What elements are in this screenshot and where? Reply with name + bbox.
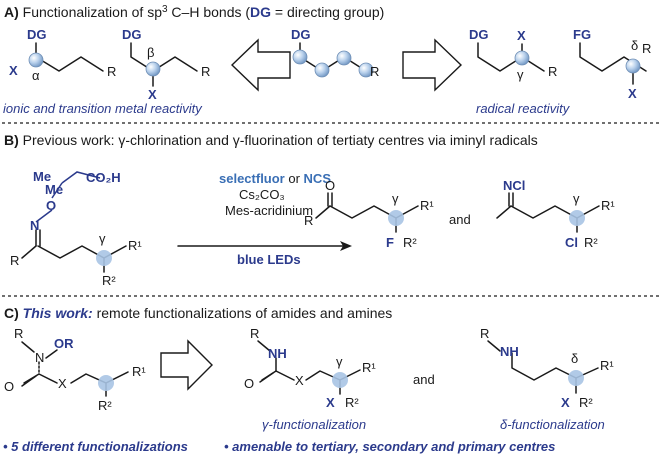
svg-text:δ: δ	[571, 351, 578, 366]
svg-text:X: X	[58, 376, 67, 391]
delta-structure: FG δ R X	[573, 27, 651, 101]
svg-text:R: R	[370, 64, 379, 79]
svg-text:Cl: Cl	[565, 235, 578, 250]
svg-text:N: N	[35, 350, 44, 365]
bullet-centres: • amenable to tertiary, secondary and pr…	[224, 439, 555, 454]
svg-text:δ: δ	[631, 38, 638, 53]
svg-text:O: O	[244, 376, 254, 391]
svg-text:OR: OR	[54, 336, 74, 351]
gamma-product-structure: R NH O X γ R¹ X R²	[244, 326, 376, 410]
svg-text:γ: γ	[99, 231, 106, 246]
amide-substrate-structure: R N OR O X R¹ R²	[4, 326, 146, 413]
svg-text:CO₂H: CO₂H	[86, 170, 121, 185]
condition-label: blue LEDs	[237, 252, 301, 267]
svg-text:R²: R²	[579, 395, 593, 410]
svg-text:R¹: R¹	[601, 198, 615, 213]
caption-gamma: γ-functionalization	[262, 417, 366, 432]
svg-text:X: X	[517, 28, 526, 43]
caption-ionic: ionic and transition metal reactivity	[3, 101, 203, 116]
reaction-arrowhead-icon	[340, 241, 352, 251]
svg-text:X: X	[326, 395, 335, 410]
svg-text:R: R	[250, 326, 259, 341]
reagent-line-1: selectfluor or NCS	[219, 171, 331, 186]
section-a-header: A) Functionalization of sp3 C–H bonds (D…	[4, 4, 384, 21]
section-b-header: B) Previous work: γ-chlorination and γ-f…	[4, 132, 538, 148]
arrow-right-c-icon	[160, 339, 213, 391]
svg-text:R¹: R¹	[420, 198, 434, 213]
svg-text:X: X	[295, 373, 304, 388]
svg-text:R²: R²	[584, 235, 598, 250]
svg-text:R: R	[548, 64, 557, 79]
center-chain-structure: DG R	[291, 27, 379, 79]
svg-text:O: O	[46, 198, 56, 213]
svg-text:DG: DG	[291, 27, 311, 42]
chloroimine-product-structure: NCl γ R¹ Cl R²	[496, 178, 615, 250]
delta-product-structure: R NH δ R¹ X R²	[480, 326, 614, 410]
svg-text:Me: Me	[45, 182, 63, 197]
alpha-structure: DG X α R	[9, 27, 116, 83]
svg-text:NCl: NCl	[503, 178, 525, 193]
svg-text:R: R	[201, 64, 210, 79]
svg-text:R: R	[14, 326, 23, 341]
svg-text:R: R	[480, 326, 489, 341]
svg-text:γ: γ	[336, 354, 343, 369]
svg-text:R¹: R¹	[128, 238, 142, 253]
svg-text:R: R	[642, 41, 651, 56]
svg-text:X: X	[148, 87, 157, 102]
arrow-left-icon	[230, 38, 291, 92]
and-label-b: and	[449, 212, 471, 227]
section-c-header: C) This work: remote functionalizations …	[4, 305, 392, 321]
svg-text:R: R	[10, 253, 19, 268]
svg-text:O: O	[325, 178, 335, 193]
reagent-line-3: Mes-acridinium	[225, 203, 313, 218]
svg-text:γ: γ	[392, 191, 399, 206]
svg-text:R: R	[304, 213, 313, 228]
gamma-structure: DG X γ R	[469, 27, 557, 82]
caption-delta: δ-functionalization	[500, 417, 605, 432]
svg-text:γ: γ	[573, 191, 580, 206]
svg-text:R²: R²	[102, 273, 116, 288]
svg-text:O: O	[4, 379, 14, 394]
svg-text:R²: R²	[345, 395, 359, 410]
arrow-right-icon	[402, 38, 463, 92]
svg-text:X: X	[9, 63, 18, 78]
svg-text:NH: NH	[500, 344, 519, 359]
and-label-c: and	[413, 372, 435, 387]
svg-text:DG: DG	[27, 27, 47, 42]
beta-structure: DG β X R	[122, 27, 210, 102]
svg-text:NH: NH	[268, 346, 287, 361]
svg-text:FG: FG	[573, 27, 591, 42]
svg-text:R¹: R¹	[132, 364, 146, 379]
svg-text:X: X	[561, 395, 570, 410]
svg-text:R: R	[107, 64, 116, 79]
svg-text:β: β	[147, 45, 154, 60]
svg-text:R¹: R¹	[362, 360, 376, 375]
bullet-functionalizations: • 5 different functionalizations	[3, 439, 188, 454]
svg-text:DG: DG	[122, 27, 142, 42]
svg-text:R²: R²	[98, 398, 112, 413]
svg-text:γ: γ	[517, 67, 524, 82]
iminyl-precursor-structure: Me Me CO₂H O N R γ R¹ R²	[10, 169, 142, 288]
fluoride-product-structure: O R γ R¹ F R²	[304, 178, 434, 250]
svg-text:X: X	[628, 86, 637, 101]
reagent-line-2: Cs₂CO₃	[239, 187, 285, 202]
svg-text:R²: R²	[403, 235, 417, 250]
svg-text:α: α	[32, 68, 40, 83]
caption-radical: radical reactivity	[476, 101, 571, 116]
svg-text:R¹: R¹	[600, 358, 614, 373]
svg-text:DG: DG	[469, 27, 489, 42]
svg-text:N: N	[30, 218, 39, 233]
svg-text:F: F	[386, 235, 394, 250]
svg-text:Me: Me	[33, 169, 51, 184]
